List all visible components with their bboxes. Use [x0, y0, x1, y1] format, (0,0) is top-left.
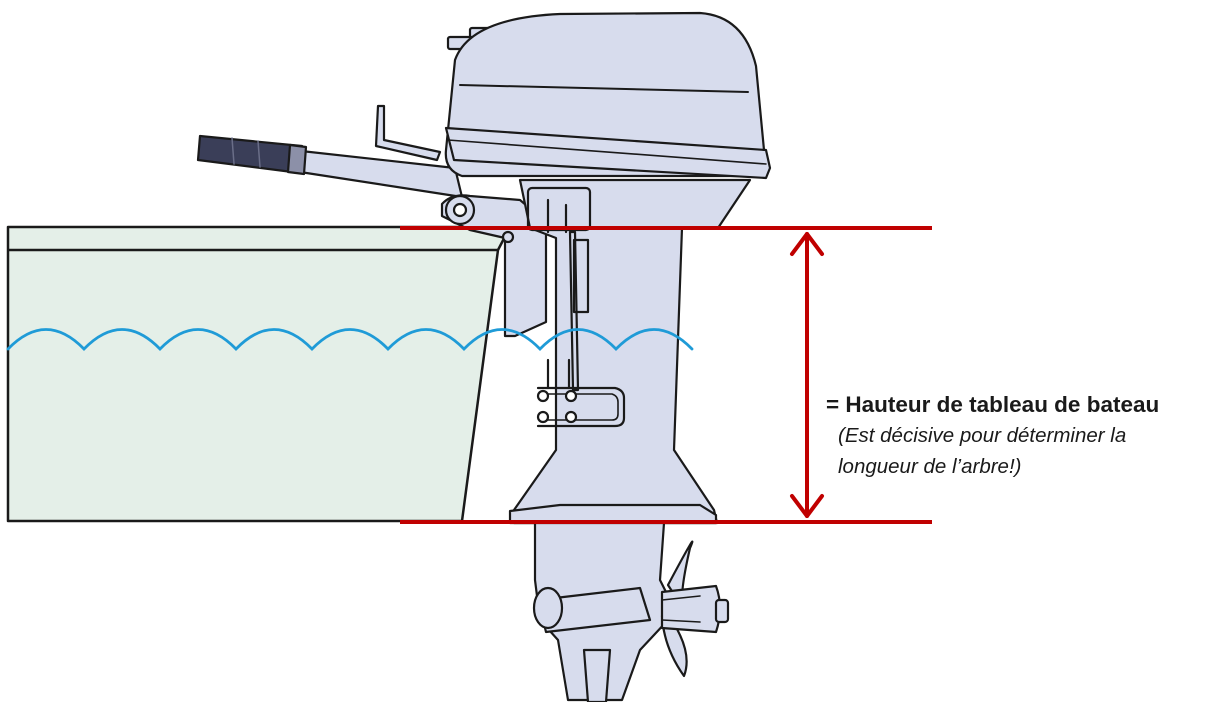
linkage-rod [568, 230, 580, 392]
shift-lever [374, 104, 442, 162]
propeller-icon [660, 540, 730, 678]
tiller-grip [196, 134, 304, 175]
height-arrow [790, 232, 824, 518]
shaft-length-note-line-1: (Est décisive pour déterminer la [838, 424, 1127, 447]
outboard-motor-icon [196, 11, 772, 702]
hull-side [6, 225, 512, 523]
shaft-length-note-line-2: longueur de l’arbre!) [838, 455, 1022, 478]
clamp-bracket [440, 194, 548, 338]
transom-height-label: = Hauteur de tableau de bateau (Est déci… [826, 390, 1224, 482]
cowling-band [444, 126, 772, 180]
water-line [6, 328, 694, 352]
midsection-housing [512, 178, 752, 525]
boat-hull-icon [6, 225, 512, 523]
transom-height-title: = Hauteur de tableau de bateau [826, 392, 1160, 417]
